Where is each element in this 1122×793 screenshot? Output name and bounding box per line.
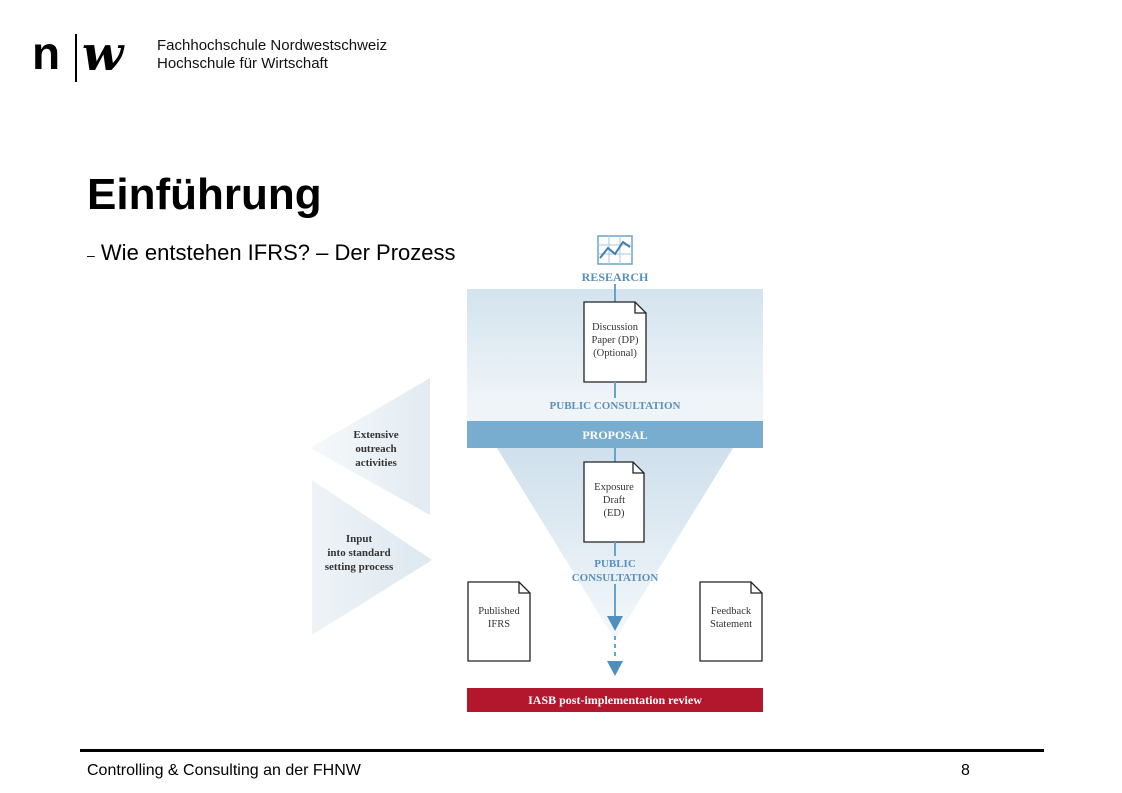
feedback-statement-document — [699, 581, 763, 662]
school-name: Fachhochschule Nordwestschweiz Hochschul… — [157, 37, 387, 73]
dp-document — [583, 301, 647, 383]
subtitle-dash: – — [87, 247, 95, 263]
outreach-line1: Extensive — [353, 429, 398, 441]
footer-text: Controlling & Consulting an der FHNW — [87, 762, 361, 779]
proposal-label: PROPOSAL — [582, 428, 647, 442]
outreach-line2: outreach — [355, 443, 396, 455]
subtitle-text: Wie entstehen IFRS? – Der Prozess — [100, 240, 456, 265]
feedback-doc-line1: Feedback — [711, 606, 752, 617]
published-doc-line1: Published — [478, 606, 520, 617]
public-consultation-1: PUBLIC CONSULTATION — [550, 400, 681, 412]
arrow-down-icon-2 — [607, 661, 623, 676]
arrow-down-icon — [607, 616, 623, 631]
input-line2: into standard — [327, 547, 390, 559]
page-number: 8 — [961, 762, 970, 779]
school-name-line1: Fachhochschule Nordwestschweiz — [157, 37, 388, 54]
research-label: RESEARCH — [582, 270, 649, 284]
published-ifrs-document — [467, 581, 531, 662]
ed-doc-line3: (ED) — [604, 508, 625, 519]
dp-doc-line2: Paper (DP) — [592, 335, 639, 346]
chart-icon — [597, 235, 633, 265]
slide-subtitle: – Wie entstehen IFRS? – Der Prozess — [87, 240, 456, 266]
consultation-band — [467, 397, 763, 421]
dp-doc-line3: (Optional) — [593, 348, 637, 359]
school-name-line2: Hochschule für Wirtschaft — [157, 55, 328, 72]
input-line1: Input — [346, 533, 373, 545]
outreach-line3: activities — [355, 457, 397, 469]
review-bar — [467, 688, 763, 712]
ed-doc-line1: Exposure — [594, 482, 634, 493]
feedback-doc-line2: Statement — [710, 619, 752, 630]
ed-doc-line2: Draft — [603, 495, 625, 506]
proposal-bar — [467, 421, 763, 448]
input-line3: setting process — [325, 561, 394, 573]
logo-n: n — [32, 27, 61, 79]
review-label: IASB post-implementation review — [528, 693, 702, 707]
slide-title: Einführung — [87, 170, 322, 219]
input-chevron — [312, 480, 432, 635]
public-consultation-2-line1: PUBLIC — [594, 558, 636, 570]
published-doc-line2: IFRS — [488, 619, 510, 630]
footer-divider — [80, 749, 1044, 752]
public-consultation-2-line2: CONSULTATION — [572, 572, 659, 584]
outreach-chevron — [310, 378, 430, 515]
ed-document — [583, 461, 645, 543]
logo-divider — [75, 34, 77, 82]
dp-doc-line1: Discussion — [592, 322, 639, 333]
logo-w: w — [82, 26, 124, 82]
